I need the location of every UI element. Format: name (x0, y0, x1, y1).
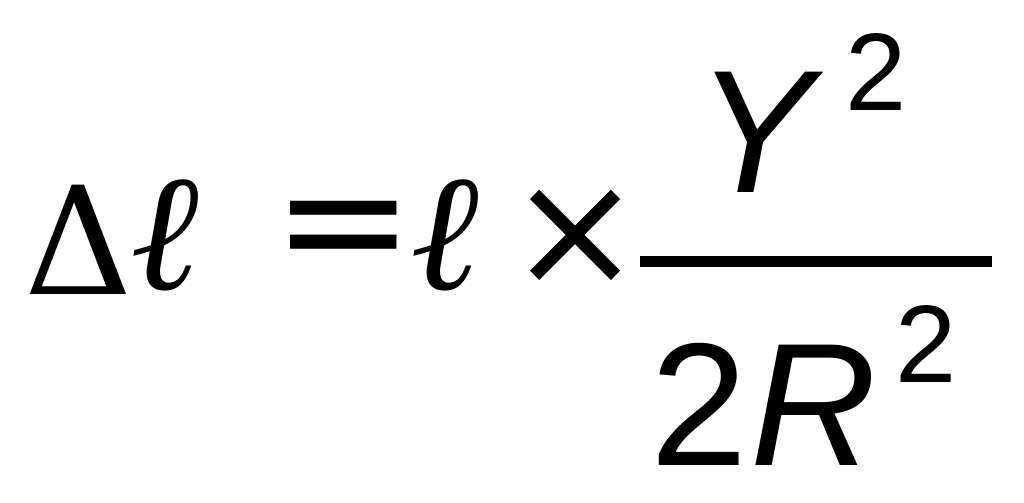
formula: Δ ℓ = ℓ × Y 2 2 R 2 (24, 11, 992, 493)
denominator-base: R (750, 308, 877, 503)
denominator-exponent: 2 (895, 283, 957, 406)
delta-symbol: Δ (24, 156, 133, 330)
numerator-base: Y (696, 35, 813, 230)
times-sign: × (508, 136, 643, 323)
denominator-coefficient: 2 (650, 308, 748, 503)
ell-symbol-left: ℓ (130, 136, 199, 328)
equals-sign: = (272, 121, 415, 319)
numerator-exponent: 2 (845, 11, 907, 134)
ell-symbol-right: ℓ (410, 136, 479, 328)
fraction-bar (640, 256, 992, 267)
